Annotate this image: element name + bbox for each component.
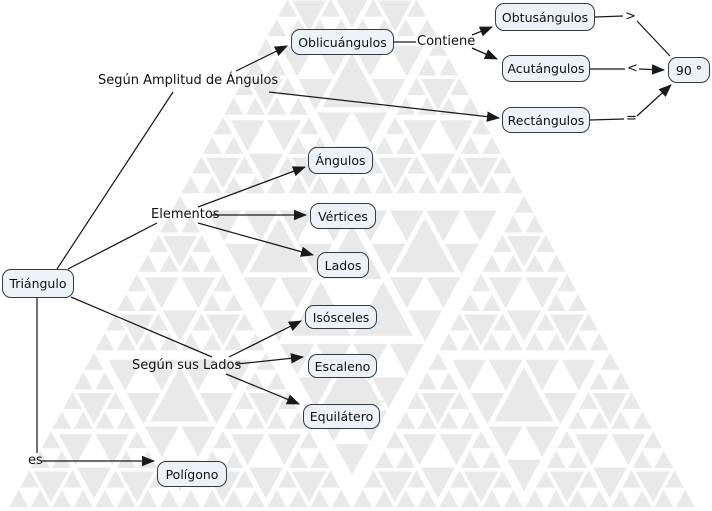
edge-triangulo-segun-sus-lados (70, 296, 213, 358)
edge-elementos-angulos (197, 166, 306, 208)
edge-mayor-noventa (636, 20, 671, 57)
edge-segun-amplitud-oblicuangulos (235, 45, 288, 72)
node-triangulo[interactable]: Triángulo (2, 269, 74, 298)
linking-phrase-contiene[interactable]: Contiene (417, 34, 476, 49)
linking-phrase-menor-que[interactable]: < (627, 61, 638, 76)
linking-phrase-segun-sus-lados[interactable]: Según sus Lados (132, 358, 242, 373)
edge-rectangulos-igual (589, 118, 625, 121)
edge-segun-sus-lados-equilatero (225, 373, 300, 405)
linking-phrase-segun-amplitud[interactable]: Según Amplitud de Ángulos (98, 73, 279, 88)
node-rectangulos[interactable]: Rectángulos (502, 107, 590, 133)
edge-segun-amplitud-rectangulos (268, 91, 501, 122)
edge-triangulo-segun-amplitud (56, 91, 174, 270)
edge-menor-noventa (638, 64, 666, 75)
edge-segun-sus-lados-isosceles (228, 320, 302, 358)
node-obtusangulos[interactable]: Obtusángulos (495, 3, 595, 31)
node-noventa-grados[interactable]: 90 ° (668, 57, 710, 83)
node-oblicuangulos[interactable]: Oblicuángulos (291, 29, 394, 55)
linking-phrase-mayor-que[interactable]: > (625, 9, 636, 24)
node-acutangulos[interactable]: Acutángulos (502, 55, 590, 82)
edge-obtusangulos-mayor (594, 15, 624, 18)
node-angulos[interactable]: Ángulos (308, 147, 373, 174)
node-escaleno[interactable]: Escaleno (308, 354, 377, 378)
linking-phrase-es[interactable]: es (28, 453, 43, 468)
linking-phrase-igual[interactable]: = (626, 111, 637, 126)
node-lados[interactable]: Lados (317, 252, 369, 278)
edge-contiene-obtusangulos (471, 26, 493, 37)
edge-segun-sus-lados-escaleno (236, 353, 305, 365)
node-poligono[interactable]: Polígono (157, 461, 227, 487)
node-isosceles[interactable]: Isósceles (305, 305, 377, 329)
linking-phrase-elementos[interactable]: Elementos (151, 207, 220, 222)
node-equilatero[interactable]: Equilátero (303, 404, 380, 429)
edge-contiene-acutangulos (471, 47, 498, 60)
node-vertices[interactable]: Vértices (310, 203, 376, 229)
edge-igual-noventa (636, 84, 672, 117)
edge-triangulo-elementos (67, 222, 158, 270)
edge-elementos-lados (197, 222, 315, 257)
